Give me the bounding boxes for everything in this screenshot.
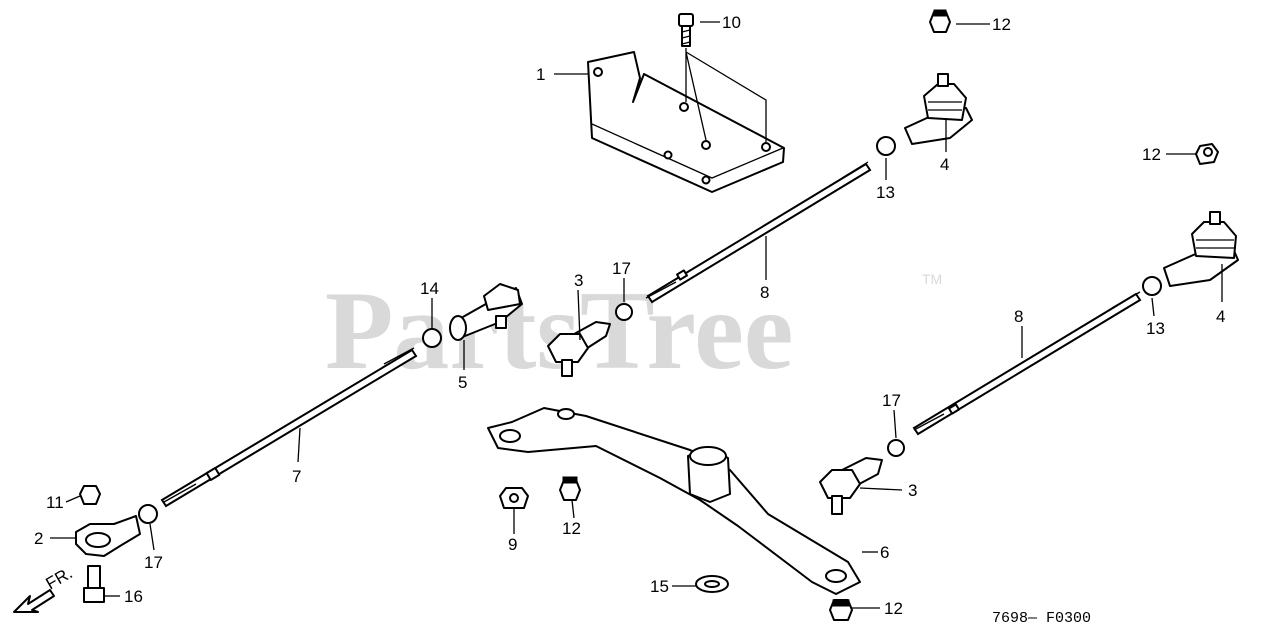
part-8-tie-rod-upper[interactable] [645, 161, 872, 304]
part-17-nut-lower[interactable] [887, 439, 905, 457]
figure-code: 7698— F0300 [992, 610, 1091, 627]
part-12-nut-bottom[interactable] [829, 599, 853, 621]
part-8-tie-rod-lower[interactable] [912, 291, 1142, 436]
direction-label: FR. [43, 563, 76, 593]
part-3-tie-rod-end-lower[interactable] [819, 457, 883, 515]
part-15-washer[interactable] [695, 575, 729, 593]
part-13-nut-lower[interactable] [1142, 276, 1162, 296]
callout-1: 1 [536, 65, 545, 84]
part-12-nut-top[interactable] [929, 9, 951, 33]
callout-3-lower: 3 [908, 481, 917, 500]
part-5-ball-joint[interactable] [449, 283, 523, 341]
callout-7: 7 [292, 467, 301, 486]
part-6-steering-arm[interactable] [487, 407, 861, 595]
callout-8-lower: 8 [1014, 307, 1023, 326]
watermark-trademark: TM [922, 271, 942, 287]
part-9-bushing[interactable] [499, 487, 529, 509]
part-17-nut-left[interactable] [138, 504, 158, 524]
callout-11: 11 [46, 493, 64, 512]
callout-14: 14 [420, 279, 439, 298]
leader-lines [50, 21, 1223, 609]
callout-8-upper: 8 [760, 283, 769, 302]
callout-12-center: 12 [562, 519, 581, 538]
front-direction-arrow: FR. [13, 563, 76, 613]
part-16-pin[interactable] [83, 565, 105, 603]
callout-15: 15 [650, 577, 669, 596]
callout-12-bottom: 12 [884, 599, 903, 618]
callout-17-lower: 17 [882, 391, 901, 410]
callout-10: 10 [722, 13, 741, 32]
callout-4-upper: 4 [940, 155, 949, 174]
callout-4-lower: 4 [1216, 307, 1225, 326]
watermark-brand: PartsTree [325, 269, 794, 393]
callout-17-upper: 17 [612, 259, 631, 278]
part-12-nut-right[interactable] [1195, 143, 1219, 165]
part-13-nut-upper[interactable] [876, 136, 896, 156]
part-4-tie-rod-end-upper[interactable] [904, 73, 973, 145]
callout-5: 5 [458, 373, 467, 392]
part-10-bolt[interactable] [678, 13, 694, 47]
callout-12-right: 12 [1142, 145, 1161, 164]
part-2-rod-end[interactable] [75, 515, 141, 557]
part-1-bracket-plate[interactable] [587, 51, 785, 193]
leader-10-holes [685, 48, 767, 142]
callout-2: 2 [34, 529, 43, 548]
part-11-nut[interactable] [79, 485, 101, 505]
callout-17-left: 17 [144, 553, 163, 572]
part-4-tie-rod-end-lower[interactable] [1163, 211, 1239, 287]
callout-13-lower: 13 [1146, 319, 1165, 338]
callout-13-upper: 13 [876, 183, 895, 202]
part-14-nut[interactable] [422, 328, 442, 348]
part-3-tie-rod-end-upper[interactable] [547, 321, 611, 377]
callout-3-upper: 3 [574, 271, 583, 290]
part-7-tie-rod-long[interactable] [160, 347, 418, 508]
part-12-nut-center[interactable] [559, 476, 581, 501]
part-17-nut-upper[interactable] [615, 303, 633, 321]
callout-6: 6 [880, 543, 889, 562]
callout-9: 9 [508, 535, 517, 554]
callout-12-top: 12 [992, 15, 1011, 34]
callout-16: 16 [124, 587, 143, 606]
